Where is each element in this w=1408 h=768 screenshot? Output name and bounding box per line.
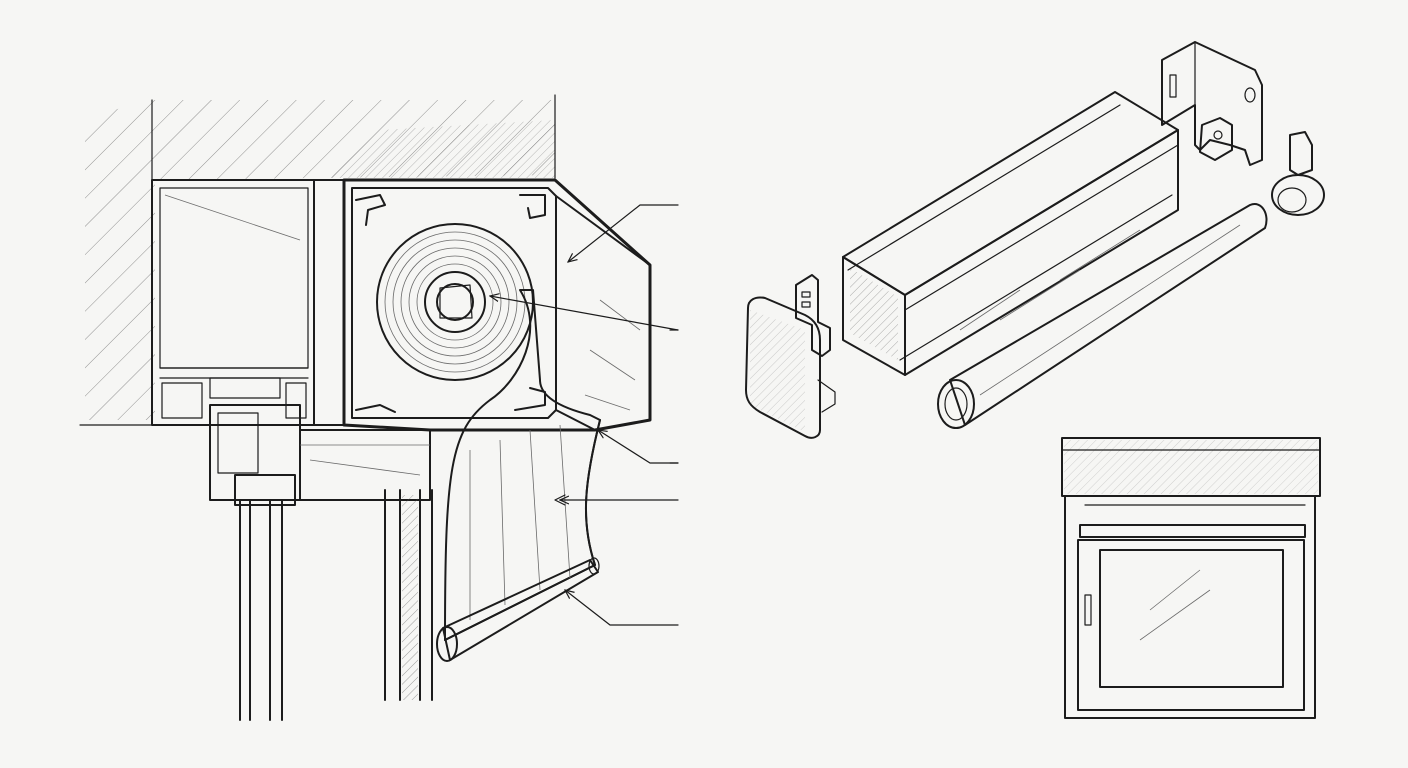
- installed-window-view: [1061, 437, 1321, 719]
- fabric-roll: [376, 223, 534, 381]
- window-sash: [209, 404, 433, 721]
- bracket-right: [1161, 41, 1263, 166]
- cassette-exploded-view: [745, 41, 1325, 439]
- callout-leaders: [490, 204, 679, 626]
- cassette-housing: [342, 178, 652, 432]
- cassette-profile: [842, 91, 1179, 376]
- roller-blind-cross-section: [79, 94, 679, 721]
- bottom-bar: [436, 557, 600, 662]
- bracket-left: [795, 274, 831, 357]
- idler-end: [1271, 131, 1325, 216]
- roller-tube: [937, 203, 1268, 429]
- window-frame-profile: [151, 179, 345, 426]
- wall-lintel: [79, 94, 556, 426]
- end-cap-left: [745, 296, 836, 439]
